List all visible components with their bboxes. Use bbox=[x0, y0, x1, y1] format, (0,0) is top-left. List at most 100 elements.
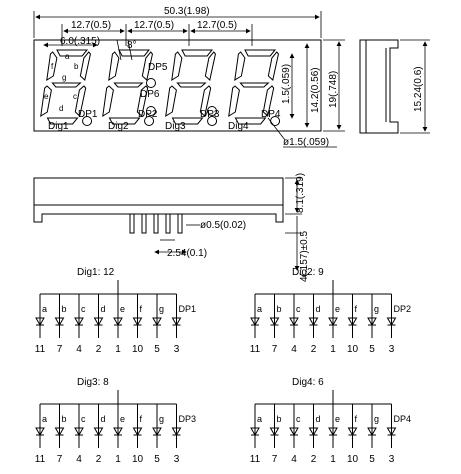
pin-number: 5 bbox=[369, 454, 375, 465]
diode-symbol bbox=[250, 427, 260, 437]
display-body bbox=[33, 39, 322, 132]
diode-symbol bbox=[152, 317, 162, 327]
overall-width-label: 50.3(1.98) bbox=[164, 6, 210, 17]
diode-symbol bbox=[269, 317, 280, 327]
segment-label: a bbox=[257, 414, 262, 424]
diode-symbol bbox=[308, 317, 319, 327]
diode-symbol bbox=[347, 317, 358, 327]
pitch-label-3: 12.7(0.5) bbox=[197, 20, 237, 31]
segment-label: d bbox=[316, 414, 321, 424]
segment-label: a bbox=[42, 304, 47, 314]
segment-label: g bbox=[159, 304, 164, 314]
segment-label: c bbox=[81, 414, 86, 424]
pin-diameter-label: ø0.5(0.02) bbox=[200, 220, 246, 231]
segment-label: d bbox=[316, 304, 321, 314]
digit-label: Dig4 bbox=[228, 121, 249, 132]
pin-number: 5 bbox=[154, 344, 160, 355]
pin-number: 11 bbox=[250, 344, 261, 355]
pin bbox=[177, 213, 183, 234]
pin-number: 3 bbox=[174, 344, 180, 355]
diode-symbol bbox=[152, 427, 162, 437]
diode-symbol bbox=[35, 427, 45, 437]
diode-symbol bbox=[347, 427, 358, 437]
dp-label: DP2 bbox=[138, 109, 158, 120]
pin-number: 7 bbox=[57, 454, 63, 465]
circuit-title: Dig1: 12 bbox=[77, 267, 115, 278]
pin-number: 5 bbox=[369, 344, 375, 355]
segment-label: f bbox=[140, 304, 143, 314]
segment-label: d bbox=[101, 304, 106, 314]
digit-outline bbox=[102, 49, 155, 126]
pin-number: 3 bbox=[174, 454, 180, 465]
circuit-title: Dig4: 6 bbox=[292, 377, 324, 388]
front-dimensions bbox=[33, 11, 345, 141]
pin-number: 3 bbox=[389, 454, 395, 465]
segment-label: b bbox=[277, 304, 282, 314]
pin-number: 4 bbox=[291, 454, 297, 465]
diode-symbol bbox=[386, 317, 397, 327]
pin bbox=[165, 213, 171, 234]
circuit-title: Dig3: 8 bbox=[77, 377, 109, 388]
diode-symbol bbox=[367, 317, 377, 327]
pin-number: 11 bbox=[35, 454, 46, 465]
pin-number: 1 bbox=[115, 454, 121, 465]
segment-label: DP4 bbox=[394, 414, 412, 424]
dp-label: DP4 bbox=[261, 109, 281, 120]
segment-label: e bbox=[335, 414, 340, 424]
segment-label: c bbox=[296, 414, 301, 424]
diode-symbol bbox=[74, 317, 84, 327]
seg-f-label: f bbox=[51, 62, 54, 71]
segment-label: e bbox=[120, 414, 125, 424]
dp-label: DP3 bbox=[200, 109, 220, 120]
pin-number: 7 bbox=[272, 454, 278, 465]
segment-label: b bbox=[277, 414, 282, 424]
segment-label: b bbox=[62, 304, 67, 314]
segment-label: a bbox=[42, 414, 47, 424]
diode-symbol bbox=[289, 427, 299, 437]
segment-label: f bbox=[355, 304, 358, 314]
digit-label: Dig1 bbox=[48, 121, 69, 132]
pin-number: 1 bbox=[115, 344, 121, 355]
segment-label: f bbox=[355, 414, 358, 424]
segment-label: DP2 bbox=[394, 304, 412, 314]
pin-number: 7 bbox=[57, 344, 63, 355]
pin-length-label: 4(.157)±0.5 bbox=[299, 230, 310, 282]
dim-15-label: 1.5(.059) bbox=[281, 64, 292, 104]
diode-symbol bbox=[367, 427, 377, 437]
segment-label: a bbox=[257, 304, 262, 314]
seg-b-label: b bbox=[74, 62, 79, 71]
diode-symbol bbox=[328, 317, 338, 327]
pin-number: 2 bbox=[311, 344, 317, 355]
digit-label: Dig3 bbox=[165, 121, 186, 132]
segment-label: f bbox=[140, 414, 143, 424]
segment-label: DP3 bbox=[179, 414, 197, 424]
diode-symbol bbox=[386, 427, 397, 437]
seg-a-label: a bbox=[65, 52, 70, 61]
pin-number: 10 bbox=[132, 344, 144, 355]
diode-symbol bbox=[93, 427, 104, 437]
circuit-title: Dig2: 9 bbox=[292, 267, 324, 278]
side-view bbox=[359, 39, 399, 134]
seg-e-label: e bbox=[44, 92, 49, 101]
segment-label: d bbox=[101, 414, 106, 424]
segment-label: c bbox=[81, 304, 86, 314]
seg-c-label: c bbox=[73, 92, 77, 101]
pin bbox=[129, 213, 135, 234]
segment-label: g bbox=[159, 414, 164, 424]
seg-d-label: d bbox=[59, 104, 63, 113]
diode-symbol bbox=[328, 427, 338, 437]
pin-number: 4 bbox=[76, 344, 82, 355]
overall-height-label: 19(.748) bbox=[328, 71, 339, 108]
segment-label: c bbox=[296, 304, 301, 314]
diode-symbol bbox=[171, 317, 182, 327]
segment-label: g bbox=[374, 414, 379, 424]
pin-number: 3 bbox=[389, 344, 395, 355]
pin-number: 1 bbox=[330, 454, 336, 465]
pin bbox=[153, 213, 159, 234]
pin-number: 11 bbox=[250, 454, 261, 465]
segment-label: e bbox=[120, 304, 125, 314]
